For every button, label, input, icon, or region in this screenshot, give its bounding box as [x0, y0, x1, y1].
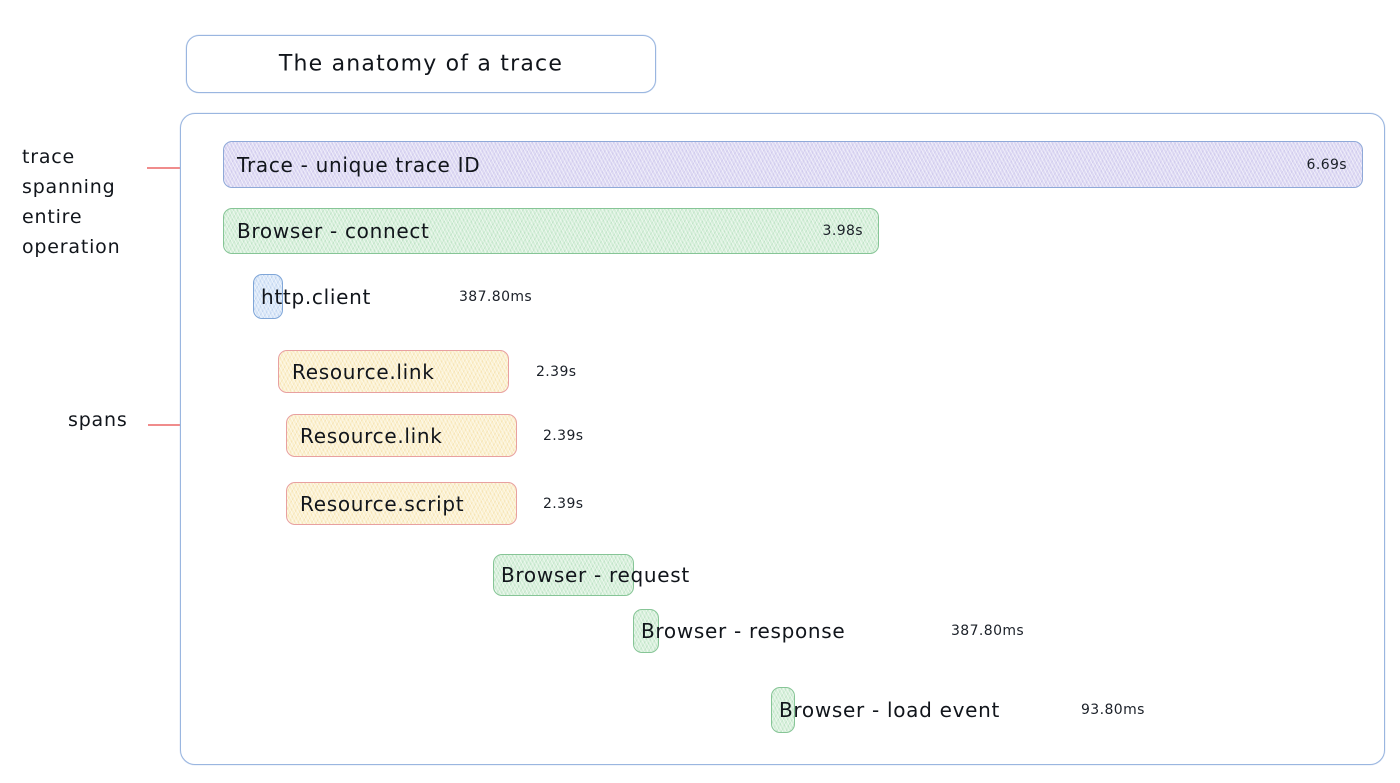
span-bar-browser-response[interactable]: [633, 609, 659, 653]
span-bar-browser-connect[interactable]: [223, 208, 879, 254]
span-duration-resource-link-2: 2.39s: [543, 427, 584, 444]
span-label-browser-response: Browser - response: [641, 619, 846, 643]
span-duration-http-client: 387.80ms: [459, 288, 533, 305]
span-bar-browser-load-event[interactable]: [771, 687, 795, 733]
span-bar-trace-root[interactable]: [223, 141, 1363, 188]
trace-annotation-label: trace spanning entire operation: [22, 146, 121, 258]
span-duration-browser-response: 387.80ms: [951, 623, 1025, 639]
span-duration-browser-connect: 3.98s: [822, 223, 863, 239]
page-title: The anatomy of a trace: [278, 51, 564, 77]
title-card: The anatomy of a trace: [186, 35, 656, 93]
trace-annotation-leader-line: [147, 167, 195, 169]
span-bar-resource-script[interactable]: [286, 482, 517, 525]
span-duration-resource-link-1: 2.39s: [536, 363, 577, 380]
span-bar-browser-request[interactable]: [493, 554, 634, 596]
span-duration-browser-load-event: 93.80ms: [1081, 702, 1145, 718]
span-duration-trace-root: 6.69s: [1306, 156, 1347, 173]
span-bar-resource-link-2[interactable]: [286, 414, 517, 457]
spans-annotation-label: spans: [68, 409, 128, 431]
span-bar-resource-link-1[interactable]: [278, 350, 509, 393]
span-bar-http-client[interactable]: [253, 274, 283, 319]
span-duration-resource-script: 2.39s: [543, 495, 584, 512]
span-label-browser-load-event: Browser - load event: [779, 698, 1001, 722]
